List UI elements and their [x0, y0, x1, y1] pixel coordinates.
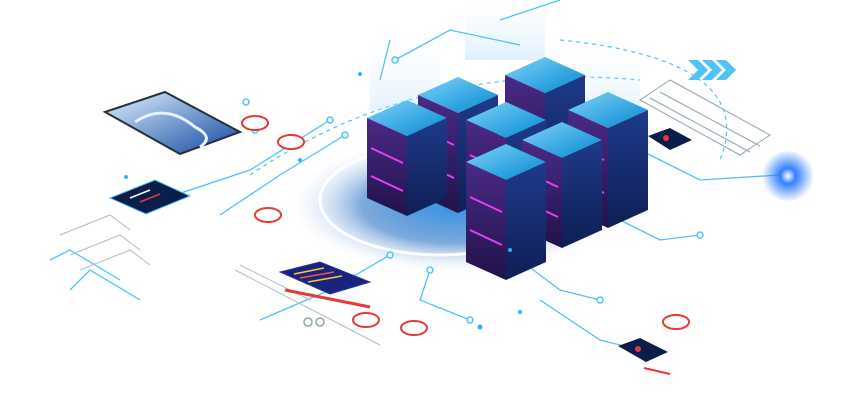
decor-dot	[124, 72, 522, 330]
server-rack-icon	[466, 144, 546, 280]
chevron-arrow-icon	[639, 79, 771, 156]
code-window-icon	[278, 261, 372, 309]
chevron-arrow-icon	[688, 60, 736, 80]
ring-marker-icon	[241, 115, 690, 336]
mini-card-icon	[618, 338, 671, 375]
server-rack-icon	[367, 100, 447, 216]
decor-ring	[303, 317, 325, 327]
mini-card-icon	[108, 179, 192, 215]
mini-card-icon	[102, 90, 243, 156]
server-rack-group	[367, 57, 648, 280]
mini-card-icon	[648, 128, 692, 150]
dashed-arc	[559, 39, 728, 161]
glow-light-icon	[762, 150, 814, 202]
